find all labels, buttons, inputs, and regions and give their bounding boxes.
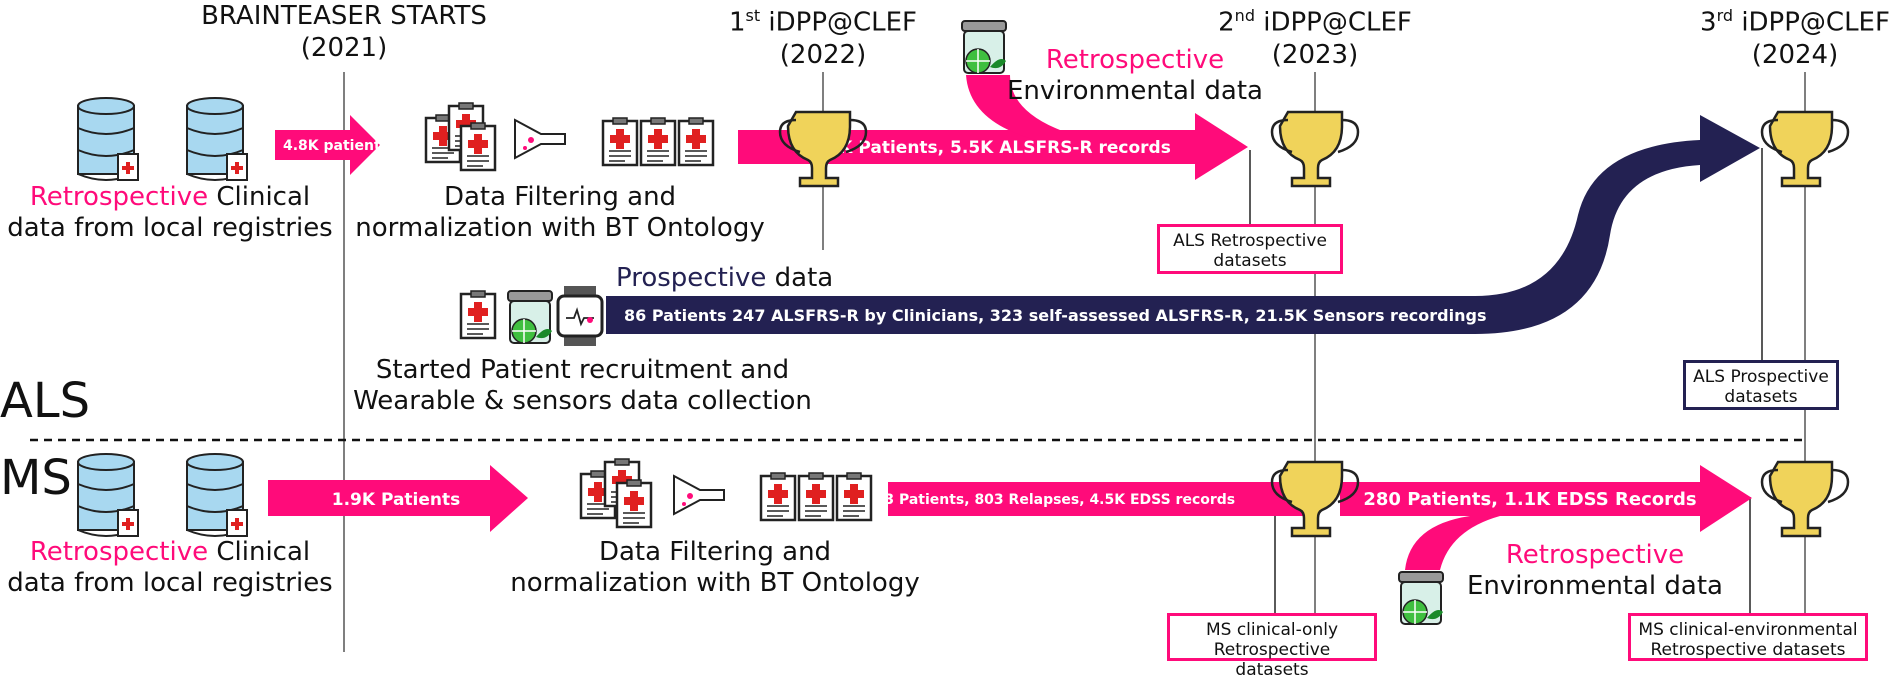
als-prospective-datasets-box: ALS Prospective datasets (1683, 360, 1839, 410)
diagram-graphics: 4.8K patients 2.2K Patients, 5.5K ALSFRS… (30, 20, 1850, 652)
ms-source-highlight: Retrospective (29, 537, 209, 567)
environment-jar-icon (507, 290, 553, 344)
als-prospective-arrow (606, 115, 1760, 334)
section-label-als: ALS (0, 373, 91, 429)
als-env-inflow (966, 75, 1060, 145)
als-retro-box-line2: datasets (1213, 251, 1287, 271)
als-source-highlight: Retrospective (29, 182, 209, 212)
ms-filtering-line1: Data Filtering and (598, 537, 832, 567)
milestone-start: BRAINTEASER STARTS (2021) (194, 0, 494, 64)
clipboard-icon (459, 289, 497, 340)
ms-environmental-highlight: Retrospective (1505, 540, 1685, 570)
als-retrospective-datasets-box: ALS Retrospective datasets (1157, 224, 1343, 274)
als-environmental-line2: Environmental data (1006, 76, 1263, 106)
ms-filtering-caption: Data Filtering and normalization with BT… (510, 537, 920, 599)
als-source-rest: Clinical (208, 182, 311, 212)
clipboard-icon (459, 121, 497, 172)
ms-env-inflow (1405, 516, 1500, 570)
ms-clinical-box-line2: Retrospective datasets (1213, 640, 1331, 680)
als-arrow-patients-label: 4.8K patients (283, 138, 389, 154)
trophy-2024-icon (1760, 110, 1850, 188)
database-icon (77, 453, 139, 537)
ms-source-line2: data from local registries (7, 568, 333, 598)
als-arrow-records (738, 113, 1248, 180)
als-prospective-highlight: Prospective (616, 263, 767, 293)
ms-source-rest: Clinical (208, 537, 311, 567)
ms-environmental-line2: Environmental data (1466, 571, 1723, 601)
milestone-start-title: BRAINTEASER STARTS (201, 1, 487, 31)
ms-arrow-records-2-label: 280 Patients, 1.1K EDSS Records (1363, 489, 1696, 510)
milestone-first: 1st iDPP@CLEF (2022) (713, 0, 933, 71)
als-prospective-arrow-label: 86 Patients 247 ALSFRS-R by Clinicians, … (624, 306, 1486, 325)
milestone-start-year: (2021) (300, 33, 388, 63)
als-prosp-box-line1: ALS Prospective (1693, 367, 1829, 387)
als-retro-box-line1: ALS Retrospective (1173, 231, 1327, 251)
als-recruitment-caption: Started Patient recruitment and Wearable… (345, 355, 820, 417)
clipboard-icon (677, 116, 715, 167)
database-icon (186, 453, 248, 537)
ms-clinical-only-box: MS clinical-only Retrospective datasets (1167, 613, 1377, 680)
als-prospective-caption: Prospective data (616, 263, 833, 294)
ms-filtering-line2: normalization with BT Ontology (510, 568, 920, 598)
ms-arrow-patients-label: 1.9K Patients (332, 490, 461, 510)
ms-source-caption: Retrospective Clinical data from local r… (0, 537, 340, 599)
ms-env-box-line2: Retrospective datasets (1650, 640, 1846, 660)
milestone-second-name: iDPP@CLEF (1263, 7, 1412, 38)
milestone-second-year: (2023) (1271, 39, 1359, 70)
milestone-first-name: iDPP@CLEF (768, 7, 918, 38)
als-environmental-highlight: Retrospective (1045, 45, 1225, 75)
als-recruitment-line2: Wearable & sensors data collection (353, 386, 812, 416)
milestone-second-sup: nd (1234, 6, 1255, 25)
ms-arrow-records-2 (1340, 465, 1752, 532)
als-prosp-box-line2: datasets (1724, 387, 1798, 407)
database-icon (77, 97, 139, 181)
als-filtering-line1: Data Filtering and (443, 182, 677, 212)
trophy-2022-icon (778, 110, 868, 188)
clipboard-icon (835, 471, 873, 522)
ms-env-box-line1: MS clinical-environmental (1638, 620, 1858, 640)
ms-arrow-records (888, 482, 1315, 516)
als-source-line2: data from local registries (7, 213, 333, 243)
trophy-ms-2023-icon (1270, 460, 1360, 538)
als-filtering-line2: normalization with BT Ontology (355, 213, 765, 243)
section-label-ms: MS (0, 450, 72, 506)
clipboard-icon (759, 471, 797, 522)
database-icon (186, 97, 248, 181)
smartwatch-icon (556, 284, 604, 348)
clipboard-icon (639, 116, 677, 167)
ms-arrow-records-label: 723 Patients, 803 Relapses, 4.5K EDSS re… (865, 492, 1235, 508)
als-arrow-patients (275, 115, 380, 175)
ms-environmental-caption: Retrospective Environmental data (1460, 540, 1730, 602)
milestone-third-name: iDPP@CLEF (1741, 7, 1890, 38)
als-prospective-rest: data (766, 263, 834, 293)
milestone-second-ordinal: 2 (1218, 7, 1235, 38)
als-environmental-caption: Retrospective Environmental data (1000, 45, 1270, 107)
trophy-ms-2024-icon (1760, 460, 1850, 538)
milestone-third-sup: rd (1716, 6, 1734, 25)
milestone-second: 2nd iDPP@CLEF (2023) (1205, 0, 1425, 71)
ms-arrow-patients (268, 465, 528, 532)
environment-jar-icon (1398, 571, 1444, 625)
milestone-third: 3rd iDPP@CLEF (2024) (1695, 0, 1895, 71)
clipboard-icon (615, 478, 653, 529)
als-recruitment-line1: Started Patient recruitment and (375, 355, 790, 385)
als-arrow-records-label: 2.2K Patients, 5.5K ALSFRS-R records (809, 138, 1171, 158)
clipboard-icon (797, 471, 835, 522)
funnel-icon (514, 119, 566, 159)
milestone-third-ordinal: 3 (1700, 7, 1717, 38)
clipboard-icon (601, 116, 639, 167)
ms-clinical-environmental-box: MS clinical-environmental Retrospective … (1628, 613, 1868, 661)
trophy-2023-icon (1270, 110, 1360, 188)
milestone-first-ordinal: 1 (728, 7, 746, 38)
milestone-first-sup: st (745, 6, 761, 25)
milestone-first-year: (2022) (779, 39, 867, 70)
als-source-caption: Retrospective Clinical data from local r… (0, 182, 340, 244)
funnel-icon (673, 475, 725, 515)
ms-clinical-box-line1: MS clinical-only (1205, 620, 1339, 640)
milestone-third-year: (2024) (1751, 39, 1839, 70)
als-filtering-caption: Data Filtering and normalization with BT… (355, 182, 765, 244)
